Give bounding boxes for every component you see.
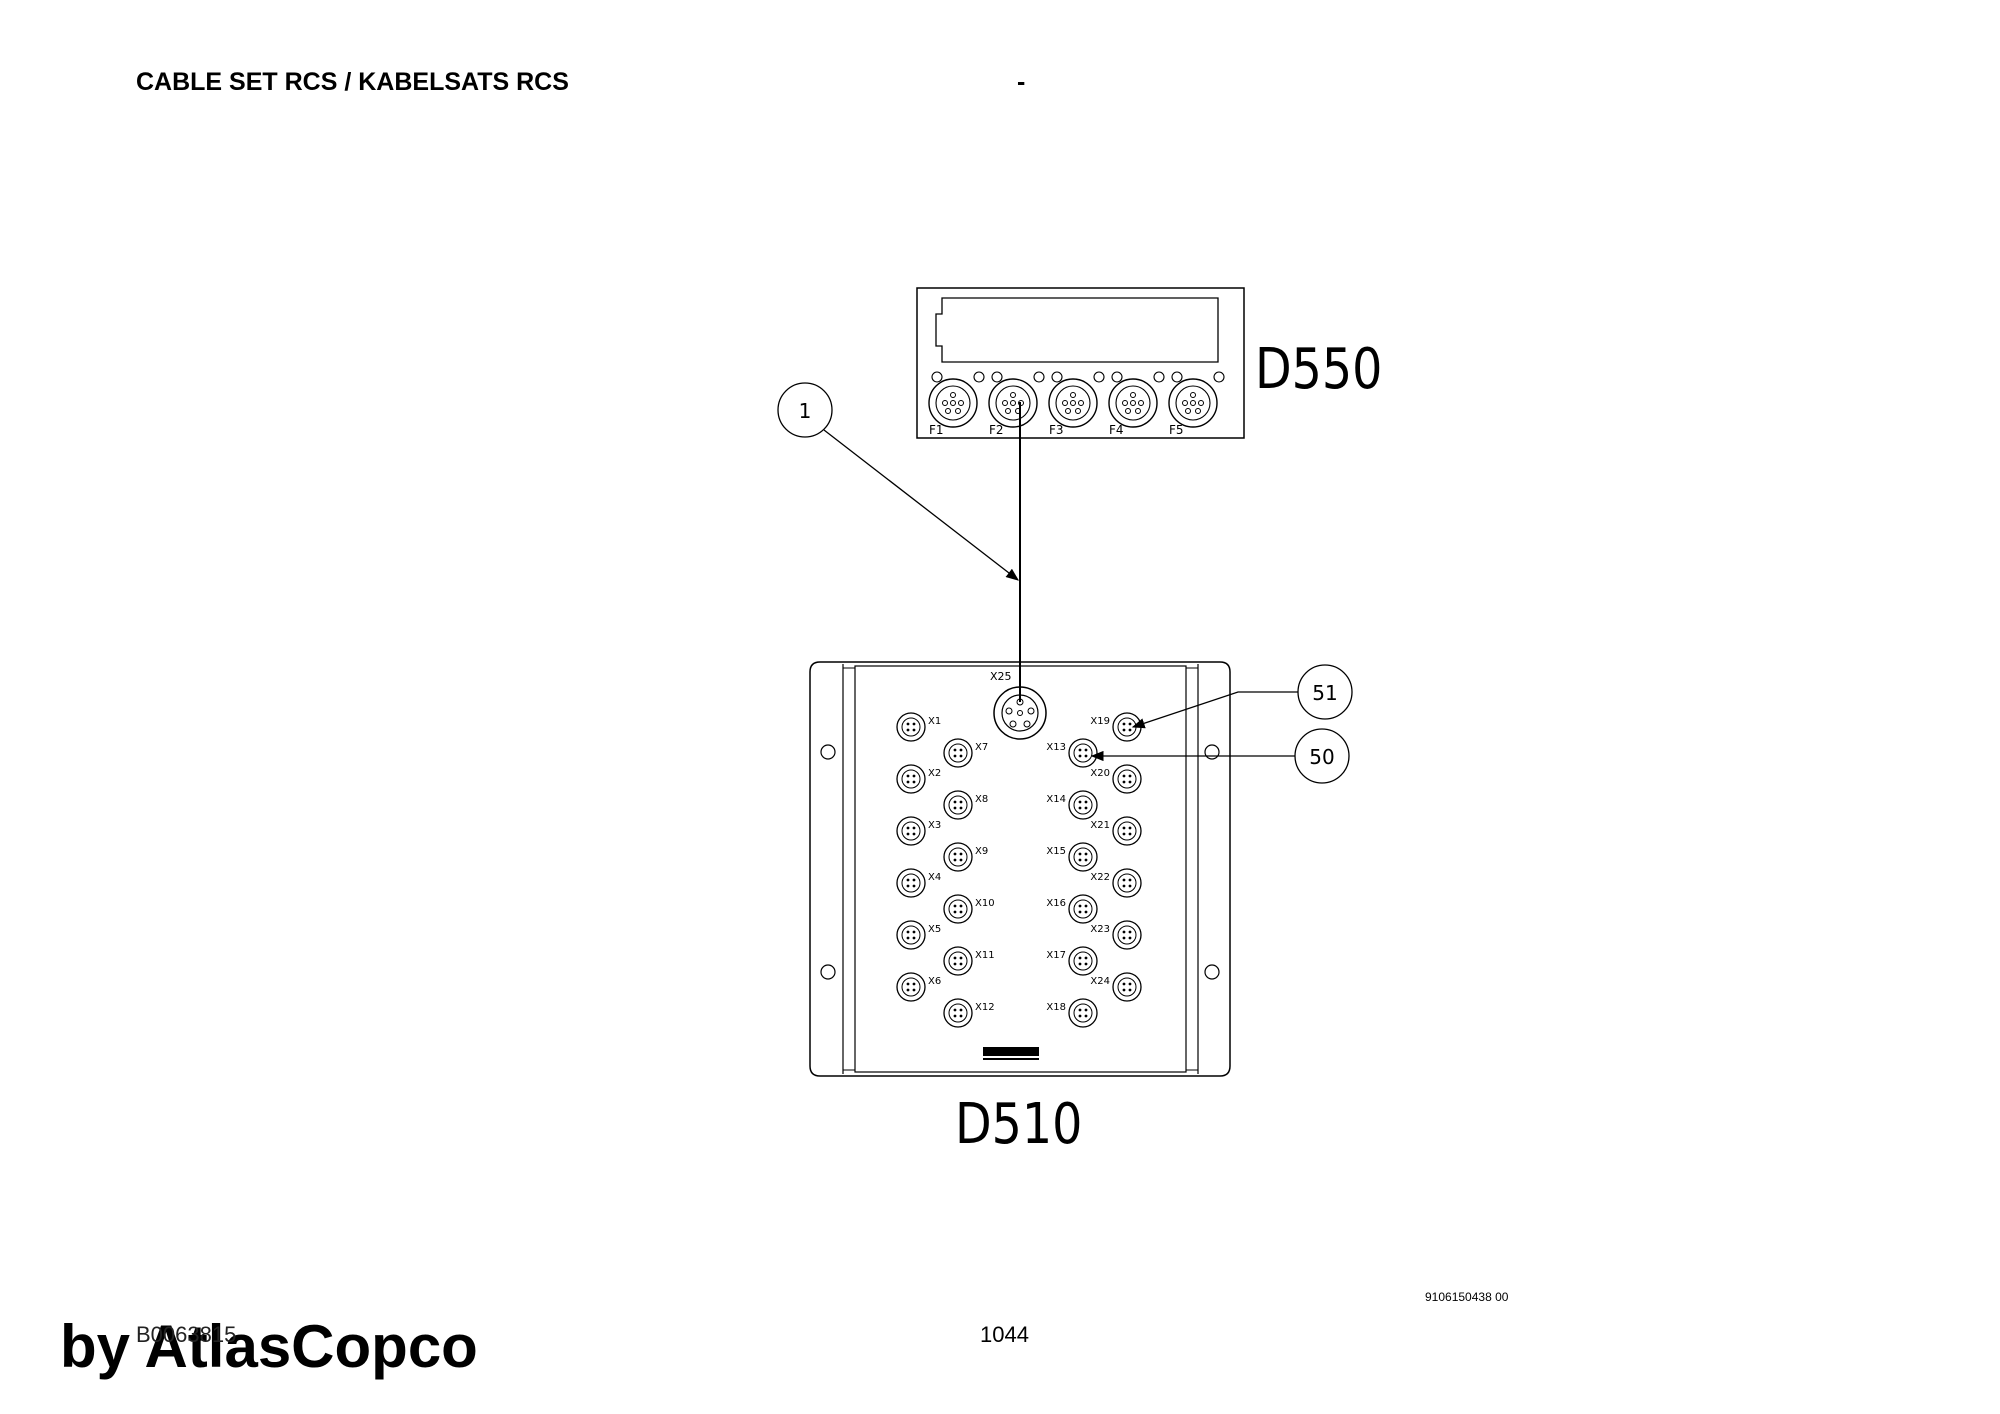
port-label: X15	[1046, 846, 1066, 857]
port-label: X18	[1046, 1002, 1066, 1013]
page-title: CABLE SET RCS / KABELSATS RCS	[136, 68, 569, 96]
port-label: X11	[975, 950, 995, 961]
port-label: X3	[928, 820, 941, 831]
x25-connector	[993, 686, 1047, 740]
port-label: X21	[1090, 820, 1110, 831]
d510-port-x11: X11	[943, 946, 995, 976]
d510-port-x13: X13	[1046, 738, 1098, 768]
watermark: by AtlasCopco	[60, 1313, 478, 1380]
port-label: X4	[928, 872, 941, 883]
d550-port-label: F1	[929, 423, 944, 437]
d510-port-x6: X6	[896, 972, 941, 1002]
x25-label: X25	[990, 670, 1012, 683]
d550-port-label: F2	[989, 423, 1004, 437]
port-label: X10	[975, 898, 995, 909]
d510-port-x24: X24	[1090, 972, 1142, 1002]
d550-port-f3: F3	[1048, 371, 1105, 437]
d550-port-label: F4	[1109, 423, 1124, 437]
port-label: X19	[1090, 716, 1110, 727]
d510-port-x16: X16	[1046, 894, 1098, 924]
d510-port-x8: X8	[943, 790, 988, 820]
callout-1-leader	[823, 429, 1020, 581]
d550-port-f1: F1	[928, 371, 985, 437]
port-label: X6	[928, 976, 941, 987]
port-label: X9	[975, 846, 988, 857]
callout-1: 1	[777, 382, 1020, 581]
port-label: X1	[928, 716, 941, 727]
callout-51-leader	[1131, 691, 1298, 729]
port-label: X2	[928, 768, 941, 779]
d550-port-label: F3	[1049, 423, 1064, 437]
d550-port-f4: F4	[1108, 371, 1165, 437]
port-label: X23	[1090, 924, 1110, 935]
d510-port-x22: X22	[1090, 868, 1142, 898]
callout-51-label: 51	[1312, 681, 1337, 705]
port-label: X13	[1046, 742, 1066, 753]
port-label: X20	[1090, 768, 1110, 779]
d510-port-x18: X18	[1046, 998, 1098, 1028]
callout-1-label: 1	[799, 399, 812, 423]
d510-port-x9: X9	[943, 842, 988, 872]
d510-port-x21: X21	[1090, 816, 1142, 846]
d550-label: D550	[1255, 337, 1382, 402]
port-label: X17	[1046, 950, 1066, 961]
d510-port-x1: X1	[896, 712, 941, 742]
d550-port-f5: F5	[1168, 371, 1225, 437]
d510-port-x2: X2	[896, 764, 941, 794]
d550-port-f2: F2	[988, 371, 1045, 437]
d510-port-x15: X15	[1046, 842, 1098, 872]
d510-port-x20: X20	[1090, 764, 1142, 794]
d510-label: D510	[955, 1092, 1082, 1157]
page-number: 1044	[980, 1322, 1029, 1347]
d510-port-x3: X3	[896, 816, 941, 846]
footer-code: B0063815	[136, 1322, 237, 1347]
port-label: X22	[1090, 872, 1110, 883]
port-label: X16	[1046, 898, 1066, 909]
d510-port-x14: X14	[1046, 790, 1098, 820]
callout-51: 51	[1131, 664, 1353, 729]
d510-port-x12: X12	[943, 998, 995, 1028]
port-label: X14	[1046, 794, 1066, 805]
port-label: X5	[928, 924, 941, 935]
d510-port-x17: X17	[1046, 946, 1098, 976]
d550-port-label: F5	[1169, 423, 1184, 437]
d510-port-x4: X4	[896, 868, 941, 898]
document-code: 9106150438 00	[1425, 1290, 1509, 1304]
d550-module: F1 F2 F3 F4 F5	[916, 287, 1245, 439]
header-dash: -	[1017, 68, 1026, 96]
port-label: X7	[975, 742, 988, 753]
d510-port-x10: X10	[943, 894, 995, 924]
callout-50-label: 50	[1309, 745, 1334, 769]
port-label: X8	[975, 794, 988, 805]
d510-port-x7: X7	[943, 738, 988, 768]
d510-port-x5: X5	[896, 920, 941, 950]
callout-50: 50	[1090, 728, 1350, 784]
port-label: X24	[1090, 976, 1110, 987]
atlas-copco-logo	[983, 1047, 1039, 1060]
port-label: X12	[975, 1002, 995, 1013]
d510-port-x23: X23	[1090, 920, 1142, 950]
